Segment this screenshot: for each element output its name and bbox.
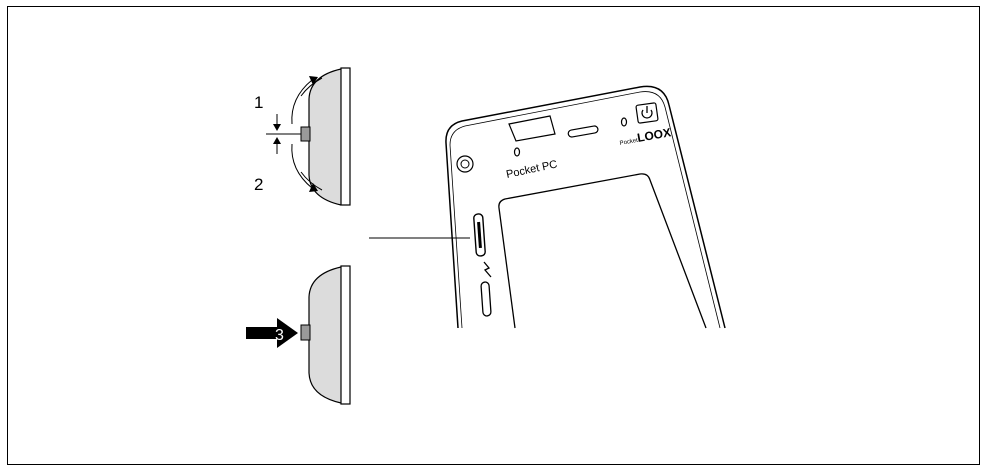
pocket-pc-device: Pocket PC Pocket LOOX xyxy=(445,85,726,329)
label-rotate-up: 1 xyxy=(254,93,263,112)
wheel-detail-press: 3 xyxy=(246,265,351,405)
device-body-inner xyxy=(449,91,721,329)
wheel-fill-press xyxy=(309,267,343,403)
brand-loox: LOOX xyxy=(636,125,672,145)
stylus-top-inner xyxy=(460,159,470,169)
label-press: 3 xyxy=(275,327,284,344)
speaker-slot xyxy=(567,125,599,138)
side-wheel-center xyxy=(477,221,482,249)
device-body-outline xyxy=(445,85,726,329)
brand-pocket-small: Pocket xyxy=(619,138,638,147)
camera-bump xyxy=(508,115,556,142)
power-icon xyxy=(641,106,653,119)
device-screen xyxy=(498,173,707,329)
left-led xyxy=(513,147,521,157)
side-bolt-icon xyxy=(483,261,492,278)
wheel-fill xyxy=(309,69,343,205)
right-arrow-icon xyxy=(246,318,298,348)
wheel-knob xyxy=(300,126,311,142)
device-edge xyxy=(340,67,351,206)
label-rotate-down: 2 xyxy=(254,175,263,194)
lower-inner-arc xyxy=(300,171,323,191)
lower-outer-arc xyxy=(291,143,313,189)
wheel-knob-press xyxy=(300,324,311,341)
wheel-detail-rotate: 1 2 xyxy=(254,67,351,206)
figure-border xyxy=(7,6,980,465)
lower-outer-arrowhead xyxy=(309,183,318,192)
side-lower-button xyxy=(480,281,492,317)
upper-outer-arrowhead xyxy=(309,76,318,85)
upper-inner-arc xyxy=(300,77,323,97)
brand-pocket-pc: Pocket PC xyxy=(505,158,558,181)
arrow-head-up xyxy=(273,137,281,144)
arrow-head-down xyxy=(273,124,281,131)
device-edge-press xyxy=(340,265,351,405)
right-led xyxy=(620,117,628,127)
upper-outer-arc xyxy=(291,79,313,125)
